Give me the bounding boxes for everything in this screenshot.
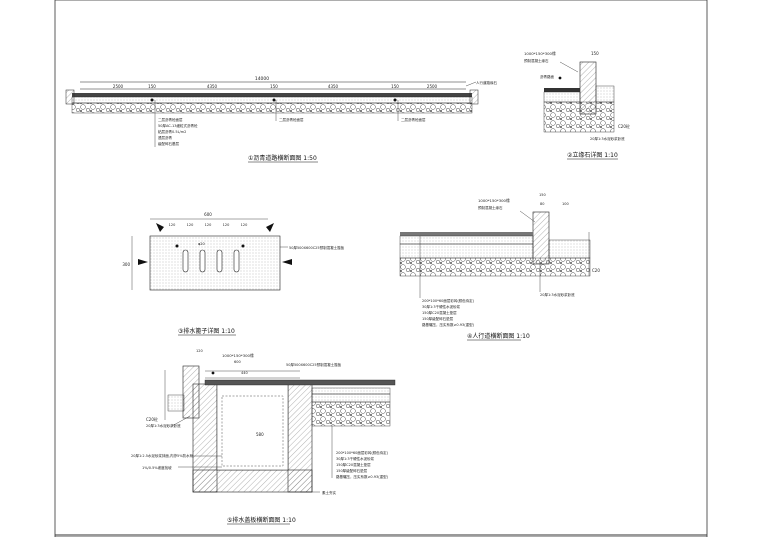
- svg-text:120: 120: [223, 223, 230, 227]
- svg-text:2500: 2500: [113, 84, 124, 89]
- sidewalk-spec: 1000*150*300缘: [478, 198, 510, 203]
- svg-text:100: 100: [562, 202, 569, 206]
- svg-text:30厚1:3干硬性水泥砂浆: 30厚1:3干硬性水泥砂浆: [422, 304, 461, 309]
- curb-spec: 1000*150*300缘: [524, 51, 556, 56]
- svg-text:150: 150: [148, 84, 156, 89]
- curb-note2: 沥青路面: [540, 74, 554, 79]
- gutter-spec: 1000*150*300缘: [222, 353, 254, 358]
- svg-text:透层沥青: 透层沥青: [158, 135, 172, 140]
- sidewalk-layer-notes: 200*100*60面层彩砖(颜色待定) 30厚1:3干硬性水泥砂浆 150厚C…: [422, 298, 475, 327]
- road-mid-note: 二层沥青砼面层: [279, 117, 304, 122]
- road-right-note: 二层沥青砼面层: [401, 117, 426, 122]
- svg-text:150: 150: [539, 193, 546, 197]
- gutter-dim-120: 120: [196, 349, 203, 353]
- svg-text:120: 120: [169, 223, 176, 227]
- svg-text:二层沥青砼面层: 二层沥青砼面层: [158, 117, 183, 122]
- sidewalk-base-note: 20厚1:3水泥砂浆卧底: [540, 292, 575, 297]
- grate-note: 50厚500X600C25预制混凝土篦板: [289, 245, 345, 250]
- grate-width: 600: [204, 212, 212, 217]
- sidewalk-section-title: ④人行道横断面图 1:10: [467, 332, 530, 340]
- gutter-dim-440: 440: [241, 371, 248, 375]
- svg-text:120: 120: [205, 223, 212, 227]
- grate-plan-title: ③排水篦子详图 1:10: [178, 327, 235, 335]
- road-section: 14000 2500 150 4350 150 4350 150 2500 人行…: [65, 76, 497, 163]
- road-section-title: ①沥青道路横断面图 1:50: [248, 154, 317, 162]
- svg-text:150厚C20混凝土垫层: 150厚C20混凝土垫层: [336, 462, 371, 467]
- gutter-section: 1000*150*300缘 600 440 50厚500X600C25预制混凝土…: [131, 349, 396, 525]
- svg-text:200*100*60面层彩砖(颜色待定): 200*100*60面层彩砖(颜色待定): [422, 298, 475, 303]
- svg-text:路基碾压，压实系数≥0.93(重型): 路基碾压，压实系数≥0.93(重型): [422, 322, 475, 327]
- road-layer-notes: 二层沥青砼面层 50厚AC-13细粒式沥青砼 粘层沥青0.5L/m2 透层沥青 …: [158, 117, 198, 146]
- grate-subdims: 120 120 120 120 120: [169, 223, 248, 227]
- sidewalk-section: 1000*150*300缘 预制混凝土缘石 150 80 100 C20 20厚…: [399, 193, 600, 341]
- svg-text:粘层沥青0.5L/m2: 粘层沥青0.5L/m2: [158, 129, 186, 134]
- gutter-inner-note-1: 20厚1:2.5水泥砂浆抹面,内掺5%防水剂: [131, 453, 194, 458]
- svg-text:4350: 4350: [207, 84, 218, 89]
- svg-text:120: 120: [241, 223, 248, 227]
- svg-text:150厚C20混凝土垫层: 150厚C20混凝土垫层: [422, 310, 457, 315]
- svg-text:路基碾压，压实系数≥0.93(重型): 路基碾压，压实系数≥0.93(重型): [336, 474, 389, 479]
- gutter-section-title: ⑤排水盖板横断面图 1:10: [227, 516, 296, 524]
- svg-text:200*100*60面层彩砖(颜色待定): 200*100*60面层彩砖(颜色待定): [336, 450, 389, 455]
- svg-text:2500: 2500: [427, 84, 438, 89]
- curb-detail-title: ②立缘石详图 1:10: [567, 151, 618, 159]
- curb-c20: C20砼: [618, 123, 630, 129]
- svg-text:150厚级配碎石垫层: 150厚级配碎石垫层: [422, 316, 454, 321]
- svg-text:级配碎石基层: 级配碎石基层: [158, 141, 179, 146]
- road-side-note: 人行道路缘石: [476, 80, 497, 85]
- gutter-inner-note-2: 1%/0.5%坡度找坡: [142, 465, 172, 470]
- curb-detail: 1000*150*300缘 预制混凝土缘石 150 沥青路面 C20砼 20厚1…: [524, 51, 630, 160]
- sheet-border: [54, 0, 708, 537]
- sidewalk-c20: C20: [592, 268, 600, 273]
- gutter-c20: C20砼: [146, 416, 158, 422]
- svg-text:150: 150: [270, 84, 278, 89]
- curb-sub: 预制混凝土缘石: [524, 58, 549, 63]
- grate-height: 300: [122, 262, 130, 267]
- gutter-right-layers: 200*100*60面层彩砖(颜色待定) 30厚1:3干硬性水泥砂浆 150厚C…: [336, 450, 389, 479]
- sidewalk-top-dims: 150 80 100: [539, 193, 569, 206]
- gutter-left-note: 20厚1:3水泥砂浆卧底: [146, 423, 181, 428]
- svg-text:120: 120: [187, 223, 194, 227]
- svg-text:80: 80: [540, 202, 544, 206]
- curb-dim: 150: [591, 51, 599, 56]
- sidewalk-sub: 预制混凝土缘石: [478, 205, 503, 210]
- grate-slot: φ20: [198, 242, 205, 246]
- gutter-depth: 580: [256, 432, 264, 437]
- curb-base: 20厚1:3水泥砂浆卧底: [590, 136, 625, 141]
- svg-text:4350: 4350: [328, 84, 339, 89]
- svg-text:50厚AC-13细粒式沥青砼: 50厚AC-13细粒式沥青砼: [158, 123, 198, 128]
- gutter-dim-600: 600: [234, 360, 241, 364]
- svg-text:30厚1:3干硬性水泥砂浆: 30厚1:3干硬性水泥砂浆: [336, 456, 375, 461]
- gutter-bottom-note: 素土夯实: [322, 490, 336, 495]
- svg-text:150厚级配碎石垫层: 150厚级配碎石垫层: [336, 468, 368, 473]
- total-width-dim: 14000: [255, 76, 269, 82]
- svg-text:150: 150: [391, 84, 399, 89]
- grate-plan: 600 120 120 120 120 120 φ20 300 50厚500X6…: [122, 212, 345, 336]
- gutter-grate-note: 50厚500X600C25预制混凝土篦板: [286, 362, 342, 367]
- road-dims: 2500 150 4350 150 4350 150 2500: [113, 84, 438, 89]
